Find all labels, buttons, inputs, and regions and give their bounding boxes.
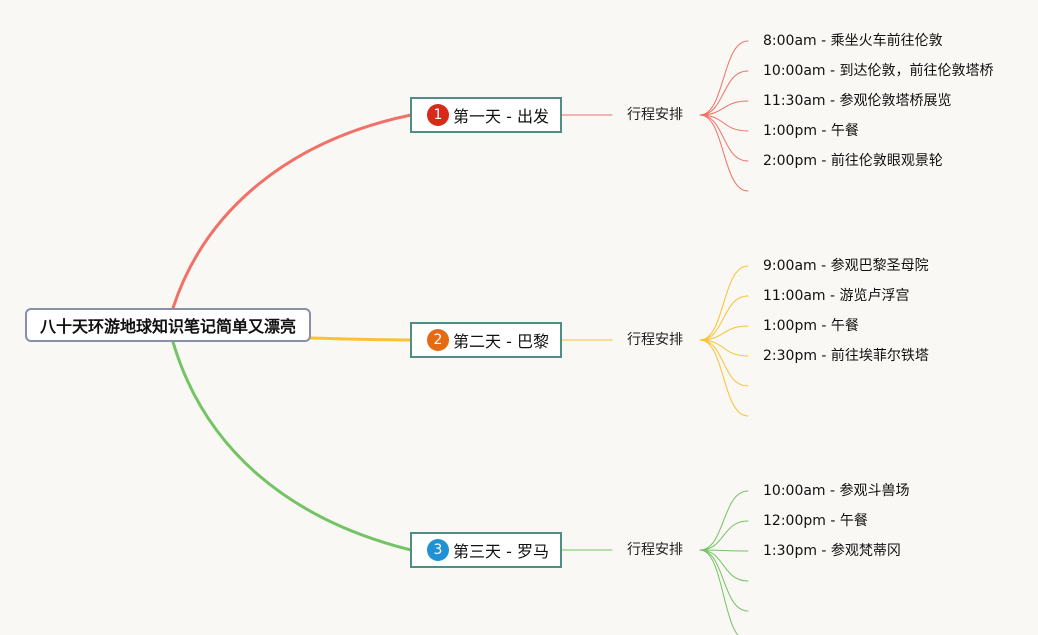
day-topic-label: 第一天 - 出发 <box>453 107 549 126</box>
schedule-item[interactable]: 1:30pm - 参观梵蒂冈 <box>763 543 901 559</box>
schedule-branch-line <box>699 70 749 116</box>
schedule-branch-line <box>699 549 739 635</box>
schedule-item[interactable]: 8:00am - 乘坐火车前往伦敦 <box>763 33 943 49</box>
schedule-item[interactable]: 2:00pm - 前往伦敦眼观景轮 <box>763 153 943 169</box>
schedule-item[interactable]: 11:30am - 参观伦敦塔桥展览 <box>763 93 952 109</box>
day-topic-label: 第三天 - 罗马 <box>453 542 549 561</box>
schedule-branch-line <box>699 339 749 357</box>
schedule-topic-3[interactable]: 行程安排 <box>627 542 683 558</box>
schedule-branch-line <box>699 100 749 116</box>
schedule-branch-line <box>699 339 749 417</box>
day-topic-label: 第二天 - 巴黎 <box>453 332 549 351</box>
schedule-branch-line <box>699 490 749 551</box>
schedule-item[interactable]: 9:00am - 参观巴黎圣母院 <box>763 258 929 274</box>
schedule-branch-line <box>699 295 749 341</box>
schedule-item[interactable]: 11:00am - 游览卢浮宫 <box>763 288 910 304</box>
schedule-item[interactable]: 1:00pm - 午餐 <box>763 318 859 334</box>
schedule-branch-line <box>699 520 749 551</box>
branch-line-1 <box>171 113 413 310</box>
schedule-branch-line <box>699 114 749 162</box>
schedule-branch-line <box>699 325 749 341</box>
schedule-branch-line <box>699 265 749 341</box>
number-2-icon: 2 <box>427 329 449 351</box>
schedule-branch-line <box>699 549 749 552</box>
day-topic-2[interactable]: 2 第二天 - 巴黎 <box>410 322 562 358</box>
schedule-branch-line <box>699 549 749 612</box>
day-topic-1[interactable]: 1 第一天 - 出发 <box>410 97 562 133</box>
schedule-item[interactable]: 10:00am - 到达伦敦，前往伦敦塔桥 <box>763 63 994 79</box>
schedule-topic-1[interactable]: 行程安排 <box>627 107 683 123</box>
root-topic[interactable]: 八十天环游地球知识笔记简单又漂亮 <box>25 308 311 342</box>
schedule-item[interactable]: 10:00am - 参观斗兽场 <box>763 483 910 499</box>
schedule-topic-2[interactable]: 行程安排 <box>627 332 683 348</box>
schedule-item[interactable]: 2:30pm - 前往埃菲尔铁塔 <box>763 348 929 364</box>
schedule-branch-line <box>699 549 749 582</box>
schedule-branch-line <box>699 114 749 192</box>
day-topic-3[interactable]: 3 第三天 - 罗马 <box>410 532 562 568</box>
schedule-item[interactable]: 1:00pm - 午餐 <box>763 123 859 139</box>
schedule-item[interactable]: 12:00pm - 午餐 <box>763 513 868 529</box>
schedule-branch-line <box>699 339 749 387</box>
branch-line-3 <box>171 340 413 552</box>
branch-line-2 <box>309 336 413 342</box>
schedule-branch-line <box>699 114 749 132</box>
schedule-branch-line <box>699 40 749 116</box>
number-3-icon: 3 <box>427 539 449 561</box>
number-1-icon: 1 <box>427 104 449 126</box>
root-topic-label: 八十天环游地球知识笔记简单又漂亮 <box>39 317 296 336</box>
